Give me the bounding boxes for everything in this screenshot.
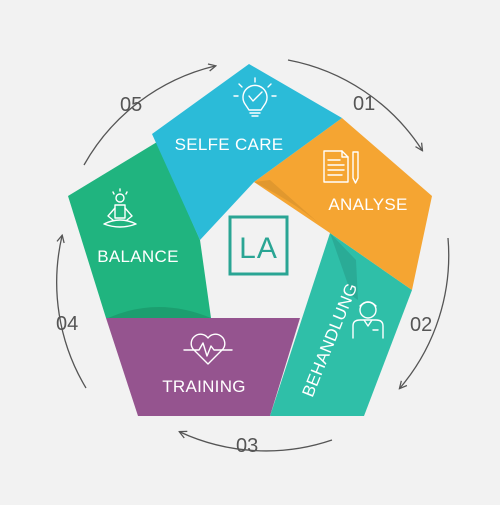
segment-selfe-care <box>152 64 342 240</box>
segment-balance-shape <box>68 142 211 318</box>
segment-training-shape <box>106 318 300 416</box>
step-number-02: 02 <box>410 314 432 336</box>
logo: LA <box>228 215 289 276</box>
segment-label-training: TRAINING <box>162 377 246 396</box>
arrow-05-to-01 <box>83 66 215 166</box>
arrow-01-to-02-top <box>287 59 422 150</box>
segment-balance <box>68 142 211 318</box>
step-number-04: 04 <box>56 313 78 335</box>
arrow-04-to-05 <box>56 236 87 389</box>
step-number-03: 03 <box>236 435 258 457</box>
segment-training <box>106 318 300 416</box>
step-number-05: 05 <box>120 94 142 116</box>
logo-frame <box>228 215 289 276</box>
segment-behandlung-shape <box>270 233 412 416</box>
therapist-icon <box>352 301 384 339</box>
segment-analyse <box>254 118 432 290</box>
cycle-arrows <box>56 59 450 452</box>
arrow-03-to-04 <box>180 432 333 452</box>
segment-label-balance: BALANCE <box>97 247 178 266</box>
meditation-icon <box>103 188 137 228</box>
document-pen-icon <box>323 150 359 184</box>
lightbulb-check-icon <box>233 77 277 117</box>
heart-pulse-icon <box>183 333 233 365</box>
segment-label-analyse: ANALYSE <box>328 195 407 214</box>
logo-text: LA <box>239 232 278 265</box>
segment-label-selfe-care: SELFE CARE <box>175 135 284 154</box>
segment-analyse-shape <box>254 118 432 290</box>
segment-selfe-care-shape <box>152 64 342 240</box>
step-number-01: 01 <box>353 93 375 115</box>
segment-behandlung <box>270 233 412 416</box>
arrow-02-to-03 <box>400 237 450 388</box>
